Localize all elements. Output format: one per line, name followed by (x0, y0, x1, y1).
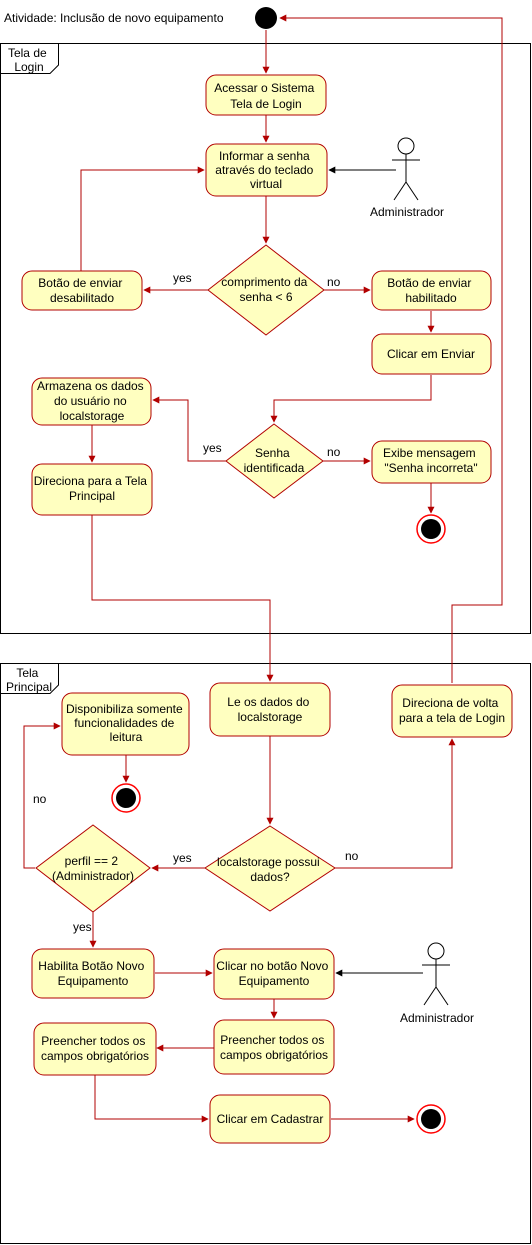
svg-text:Botão de enviar desabili: Botão de enviar desabilitado (38, 276, 125, 305)
action-botao-desabilitado: Botão de enviar desabilitado (21, 270, 143, 311)
lane-login-label: Tela de Login (8, 46, 50, 74)
guard-labels: yes no yes no yes no no yes (33, 271, 359, 934)
guard-comprimento-yes: yes (173, 271, 192, 285)
action-direciona-login: Direciona de volta para a tela de Login (391, 684, 513, 738)
guard-perfil-yes: yes (73, 920, 92, 934)
action-clicar-novo: Clicar no botão Novo Equipamento (213, 948, 335, 1000)
action-armazena-dados: Armazena os dados do usuário no localsto… (31, 377, 152, 426)
svg-text:Informar a senha através: Informar a senha através do teclado virt… (215, 149, 316, 191)
svg-text:comprimento da senha < 6: comprimento da senha < 6 (221, 275, 310, 304)
stick-figure-icon (422, 942, 450, 1006)
final-node-senha (416, 514, 446, 544)
action-preencher-campos-esquerda: Preencher todos os campos obrigatórios (33, 1022, 157, 1076)
svg-text:Le os dados do localstor: Le os dados do localstorage (227, 695, 312, 724)
action-exibe-mensagem: Exibe mensagem "Senha incorreta" (371, 440, 492, 484)
decision-senha-identificada: Senha identificada (225, 423, 324, 499)
actor-label: Administrador (370, 205, 444, 219)
svg-text:Direciona para a Tela Pr: Direciona para a Tela Principal (34, 474, 151, 503)
svg-text:Exibe mensagem "Senha in: Exibe mensagem "Senha incorreta" (383, 446, 479, 475)
action-informar: Informar a senha através do teclado virt… (205, 143, 328, 197)
actor-label: Administrador (400, 1011, 474, 1025)
diagram-title: Atividade: Inclusão de novo equipamento (4, 11, 224, 25)
stick-figure-icon (392, 137, 420, 201)
guard-localstorage-no: no (345, 849, 359, 863)
svg-text:Clicar em Enviar: Clicar em Enviar (387, 347, 475, 361)
final-node-cadastro (416, 1104, 446, 1134)
guard-perfil-no: no (33, 792, 47, 806)
action-direciona-principal: Direciona para a Tela Principal (31, 463, 153, 516)
svg-text:Direciona de volta para: Direciona de volta para a tela de Login (399, 696, 505, 725)
action-acessar: Acessar o Sistema Tela de Login (205, 74, 327, 116)
lane-principal: Tela Principal (0, 663, 531, 1244)
action-botao-habilitado: Botão de enviar habilitado (371, 270, 492, 311)
guard-senha-no: no (327, 445, 341, 459)
svg-text:Armazena os dados do usu: Armazena os dados do usuário no localsto… (37, 379, 147, 423)
guard-senha-yes: yes (203, 441, 222, 455)
decision-comprimento-senha: comprimento da senha < 6 (207, 244, 325, 336)
svg-text:Botão de enviar habilita: Botão de enviar habilitado (387, 276, 474, 305)
decision-perfil: perfil == 2 (Administrador) (35, 824, 151, 913)
action-habilita-botao: Habilita Botão Novo Equipamento (31, 948, 155, 999)
action-preencher-campos-direita: Preencher todos os campos obrigatórios (213, 1019, 335, 1075)
decision-localstorage: localstorage possui dados? (204, 825, 336, 912)
svg-text:Preencher todos os campo: Preencher todos os campos obrigatórios (41, 1034, 149, 1063)
final-node-leitura (111, 783, 141, 813)
svg-text:Disponibiliza somente fu: Disponibiliza somente funcionalidades de… (66, 702, 186, 744)
svg-text:Clicar no botão Novo Equ: Clicar no botão Novo Equipamento (216, 959, 331, 988)
svg-text:perfil == 2 (Administrad: perfil == 2 (Administrador) (52, 854, 134, 883)
svg-text:Habilita Botão Novo Equi: Habilita Botão Novo Equipamento (38, 959, 147, 988)
guard-comprimento-no: no (327, 275, 341, 289)
actor-administrador-login: Administrador (370, 137, 444, 219)
action-clicar-enviar: Clicar em Enviar (371, 333, 492, 375)
action-disponibiliza-leitura: Disponibiliza somente funcionalidades de… (61, 692, 190, 756)
action-clicar-cadastrar: Clicar em Cadastrar (209, 1094, 331, 1144)
guard-localstorage-yes: yes (173, 851, 192, 865)
initial-node (255, 7, 277, 29)
svg-text:localstorage possui dado: localstorage possui dados? (217, 855, 323, 884)
lane-principal-label: Tela Principal (6, 666, 52, 694)
svg-text:Preencher todos os campo: Preencher todos os campos obrigatórios (220, 1033, 328, 1062)
svg-text:Acessar o Sistema Tela d: Acessar o Sistema Tela de Login (214, 81, 317, 111)
svg-text:Clicar em Cadastrar: Clicar em Cadastrar (217, 1112, 324, 1126)
actor-administrador-principal: Administrador (400, 942, 474, 1025)
svg-text:Senha identificada: Senha identificada (244, 446, 305, 475)
edges (23, 14, 503, 1123)
action-le-dados: Le os dados do localstorage (209, 682, 331, 737)
